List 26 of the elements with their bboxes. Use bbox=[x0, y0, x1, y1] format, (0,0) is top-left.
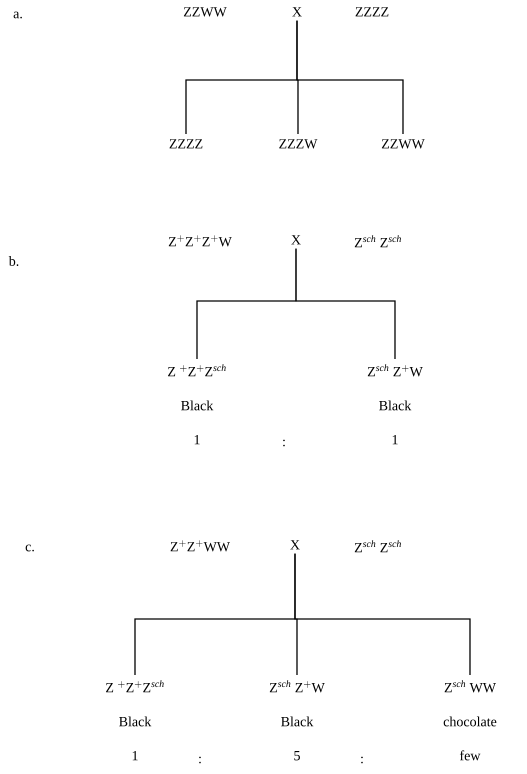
offspring-genotype: $\mathrm{Z}^{\mathit{sch}}\ \mathrm{W}\mathrm{W}$ chocolate few bbox=[444, 680, 496, 760]
ratio-separator: : bbox=[283, 440, 285, 446]
offspring-genotype: $\mathrm{Z}^{\mathit{sch}}\ \mathrm{Z}^{+}\mathrm{W}$ Black 5 bbox=[270, 680, 325, 760]
offspring-genotype: ZZZZ bbox=[170, 139, 202, 148]
cross-symbol: X bbox=[292, 7, 302, 16]
parent-genotype: $\mathrm{Z}^{\mathit{sch}}\ \mathrm{Z}^{\mathit{sch}}$ bbox=[354, 540, 401, 552]
parent-genotype: ZZWW bbox=[184, 7, 227, 17]
parent-genotype: $\mathrm{Z}^{+}\mathrm{Z}^{+}\mathrm{Z}^{+}\mathrm{W}$ bbox=[168, 235, 232, 246]
offspring-genotype: ZZZW bbox=[279, 139, 318, 149]
panel-letter: b. bbox=[8, 256, 18, 266]
cross-line bbox=[296, 20, 404, 134]
cross-line bbox=[294, 554, 471, 675]
parent-genotype: $\mathrm{Z}^{\mathit{sch}}\ \mathrm{Z}^{\mathit{sch}}$ bbox=[354, 235, 401, 248]
ratio-separator: : bbox=[199, 756, 201, 764]
panel-letter: c. bbox=[26, 544, 34, 552]
cross-symbol: X bbox=[291, 235, 301, 244]
panel-letter: a. bbox=[14, 12, 22, 18]
offspring-genotype: $\mathrm{Z}\ {}^{+}\mathrm{Z}^{+}\mathrm{Z}^{\mathit{sch}}$ Black 1 bbox=[168, 364, 226, 444]
cross-line bbox=[295, 248, 396, 359]
offspring-genotype: $\mathrm{Z}^{\mathit{sch}}\ \mathrm{Z}^{+}\mathrm{W}$ Black 1 bbox=[368, 364, 423, 444]
offspring-genotype: $\mathrm{Z}\ {}^{+}\mathrm{Z}^{+}\mathrm{Z}^{\mathit{sch}}$ Black 1 bbox=[106, 680, 164, 760]
offspring-genotype: ZZWW bbox=[382, 139, 425, 149]
ratio-separator: : bbox=[361, 756, 363, 764]
parent-genotype: ZZZZ bbox=[356, 7, 388, 16]
cross-symbol: X bbox=[290, 540, 300, 550]
parent-genotype: $\mathrm{Z}^{+}\mathrm{Z}^{+}\mathrm{W}\mathrm{W}$ bbox=[170, 540, 230, 552]
